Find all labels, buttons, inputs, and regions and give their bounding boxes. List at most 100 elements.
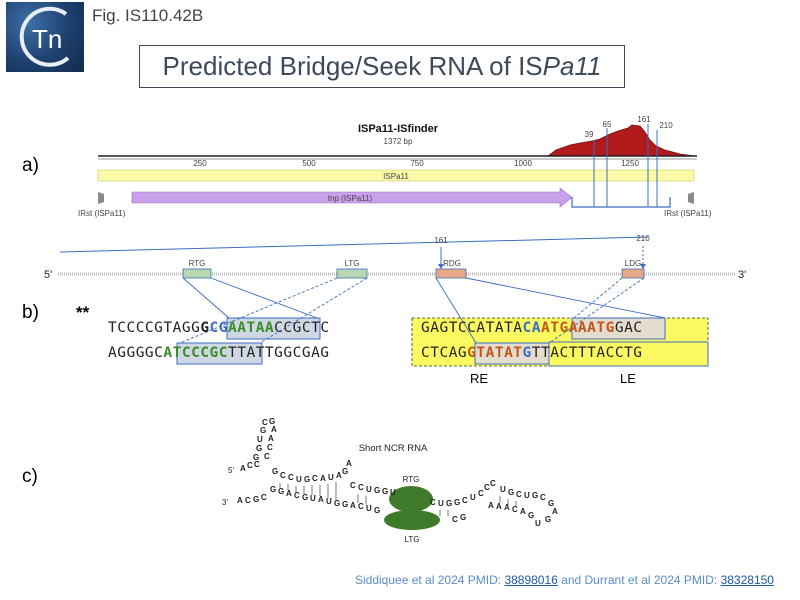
svg-text:A: A xyxy=(336,471,342,480)
rtg-box xyxy=(182,268,212,279)
tick-750: 750 xyxy=(410,159,424,168)
rna-title: Short NCR RNA xyxy=(359,443,428,454)
double-star: ** xyxy=(76,303,90,322)
svg-text:C: C xyxy=(512,505,518,514)
svg-text:A: A xyxy=(240,464,246,473)
svg-text:A: A xyxy=(488,501,494,510)
svg-text:A: A xyxy=(504,503,510,512)
ldg-pair-box xyxy=(571,317,666,340)
logo-text: Tn xyxy=(32,24,62,54)
seq-seg: AGGGGC xyxy=(108,345,164,361)
pmid-link-1[interactable]: 38898016 xyxy=(504,573,558,587)
svg-text:A: A xyxy=(346,459,352,468)
svg-text:U: U xyxy=(296,475,302,484)
ltg-pair-box xyxy=(176,342,263,365)
left-duplex-bottom: AGGGGCATCCCGCTTATTGGCGAG xyxy=(108,345,330,361)
tick-250: 250 xyxy=(193,159,207,168)
figure-label: Fig. IS110.42B xyxy=(92,6,204,25)
le-box xyxy=(548,341,709,367)
seq-seg: GTATAT xyxy=(467,345,523,361)
svg-text:U: U xyxy=(470,493,476,502)
svg-text:C: C xyxy=(261,493,267,502)
arrow-210-head xyxy=(640,264,646,269)
coverage-peak xyxy=(546,124,696,157)
rdg-box xyxy=(435,268,467,279)
svg-text:G: G xyxy=(454,498,460,507)
svg-text:A: A xyxy=(271,425,277,434)
seq-3prime: 3' xyxy=(738,269,746,281)
svg-text:U: U xyxy=(257,435,263,444)
svg-text:C: C xyxy=(294,491,300,500)
svg-text:C: C xyxy=(350,481,356,490)
svg-text:C: C xyxy=(254,460,260,469)
svg-text:C: C xyxy=(245,496,251,505)
svg-text:A: A xyxy=(552,507,558,516)
ldg-mark: LDG xyxy=(625,259,641,268)
svg-text:G: G xyxy=(270,485,276,494)
svg-text:G: G xyxy=(532,491,538,500)
arrow-161-head xyxy=(438,264,444,269)
svg-text:A: A xyxy=(286,489,292,498)
rna-5prime: 5' xyxy=(228,466,234,475)
svg-text:U: U xyxy=(328,473,334,482)
svg-text:A: A xyxy=(268,434,274,443)
seq-seg: CCGCTC xyxy=(274,320,330,336)
panel-c-label: c) xyxy=(22,466,38,487)
svg-text:U: U xyxy=(500,485,506,494)
tnp-arrow xyxy=(131,187,573,208)
rna-rtg-label: RTG xyxy=(403,475,420,484)
pos-161: 161 xyxy=(434,236,448,245)
svg-text:G: G xyxy=(272,467,278,476)
rtg-mark: RTG xyxy=(189,259,206,268)
citation: Siddiquee et al 2024 PMID: 38898016 and … xyxy=(355,573,774,587)
svg-text:C: C xyxy=(267,443,273,452)
rna-basepair-ticks xyxy=(279,482,517,516)
irst-left-label: IRst (ISPa11) xyxy=(78,209,126,218)
map-ticks: 250 500 750 1000 1250 xyxy=(193,159,639,168)
seq-seg: TTACTTTACCTG xyxy=(531,345,643,361)
svg-text:G: G xyxy=(304,475,310,484)
svg-text:G: G xyxy=(253,495,259,504)
peak-65: 65 xyxy=(603,120,612,129)
svg-text:C: C xyxy=(462,496,468,505)
panel-a-label: a) xyxy=(22,155,39,176)
svg-text:G: G xyxy=(278,487,284,496)
irst-right-label: IRst (ISPa11) xyxy=(664,209,712,218)
svg-text:U: U xyxy=(524,491,530,500)
svg-text:C: C xyxy=(490,479,496,488)
irst-left-shape xyxy=(98,192,104,204)
svg-text:U: U xyxy=(390,488,396,497)
svg-text:G: G xyxy=(334,499,340,508)
irst-right-shape xyxy=(688,192,694,204)
svg-text:G: G xyxy=(260,426,266,435)
mapping-lines xyxy=(179,277,666,344)
svg-text:G: G xyxy=(446,499,452,508)
tnp-label: tnp (ISPa11) xyxy=(328,194,373,203)
svg-text:C: C xyxy=(516,490,522,499)
seq-5prime: 5' xyxy=(44,269,52,281)
tick-500: 500 xyxy=(302,159,316,168)
peak-markers xyxy=(593,124,658,207)
citation-text-1: Siddiquee et al 2024 PMID: xyxy=(355,573,505,587)
pmid-link-2[interactable]: 38328150 xyxy=(720,573,774,587)
le-label: LE xyxy=(620,371,636,386)
svg-text:G: G xyxy=(253,453,259,462)
tn-logo-icon: Tn xyxy=(19,6,70,67)
svg-text:G: G xyxy=(374,506,380,515)
svg-text:C: C xyxy=(262,418,268,427)
seq-seg: AATAA xyxy=(228,320,275,336)
svg-text:C: C xyxy=(312,474,318,483)
ltg-mark: LTG xyxy=(345,259,360,268)
svg-text:G: G xyxy=(460,513,466,522)
svg-text:C: C xyxy=(280,471,286,480)
seq-seg: TTATTGGCGAG xyxy=(228,345,330,361)
seq-seg: CA xyxy=(522,320,541,336)
right-duplex-top: GAGTCCATATACAATGAAATGGAC xyxy=(421,320,643,336)
svg-text:G: G xyxy=(256,444,262,453)
svg-text:U: U xyxy=(326,497,332,506)
citation-text-2: and Durrant et al 2024 PMID: xyxy=(557,573,721,587)
ldg-box xyxy=(621,268,645,279)
